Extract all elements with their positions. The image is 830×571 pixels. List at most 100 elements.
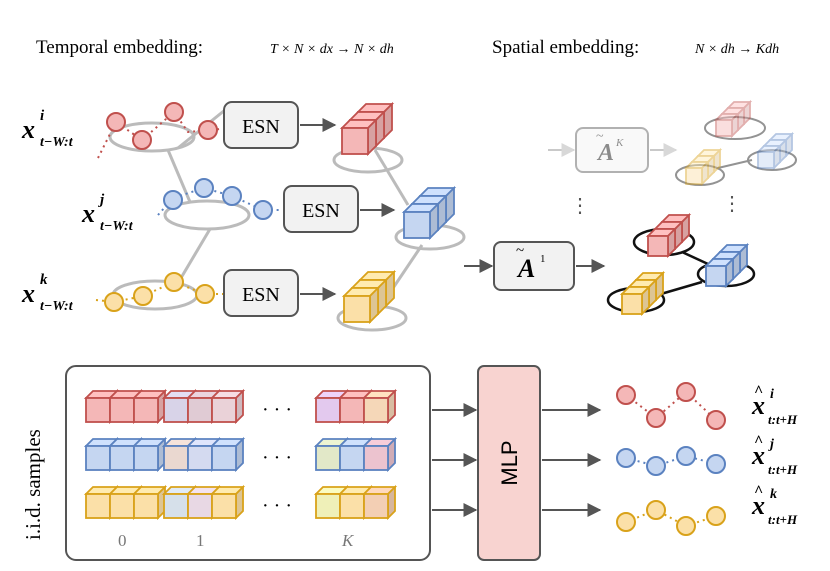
spatial-cubes-bottom (619, 212, 750, 317)
svg-text:j: j (768, 437, 774, 452)
tilde: ~ (516, 243, 524, 259)
spatial-bottom-i-cube-0 (645, 226, 678, 259)
mlp-block (477, 365, 541, 561)
svg-text:i: i (770, 387, 774, 402)
series-j (157, 178, 280, 220)
input-label-j: x j t−W:t (81, 192, 134, 234)
input-label-k: x k t−W:t (21, 272, 74, 314)
output-label-k: x ^ k t:t+H (751, 483, 798, 527)
svg-text:i: i (40, 108, 45, 124)
svg-text:x: x (751, 391, 765, 420)
svg-text:t:t+H: t:t+H (768, 512, 798, 527)
esn-label: ESN (242, 284, 280, 306)
mlp-label: MLP (497, 440, 522, 485)
spatial-top-i-cube-2 (725, 99, 753, 127)
ellipsis-row-j: · · · (262, 447, 292, 469)
adjacency-symbol: A (516, 254, 535, 283)
sample-row-j-cube-5 (209, 436, 246, 473)
node-ellipse-k (111, 279, 199, 311)
sample-row-i-cube-2 (131, 388, 168, 425)
svg-text:t−W:t: t−W:t (40, 135, 74, 150)
spatial-bottom-k-cube-0 (619, 284, 652, 317)
series-i (97, 102, 233, 159)
spatial-cubes-top (683, 99, 795, 187)
index-label-k: K (341, 531, 355, 550)
sample-row-i-cube-0 (83, 388, 120, 425)
sample-row-i-cube-5 (209, 388, 246, 425)
spatial-top-k-cube-0 (683, 159, 711, 187)
spatial-top-i-cube-1 (719, 105, 747, 133)
output-label-j: x ^ j t:t+H (751, 433, 798, 477)
ellipsis-row-i: · · · (262, 399, 292, 421)
esn-block-k: ESN (223, 269, 337, 317)
output-series-i (616, 382, 726, 430)
adjacency-top: A ~ K (548, 127, 678, 173)
svg-text:x: x (81, 199, 95, 228)
index-label-0: 0 (118, 531, 127, 550)
esn-block-j: ESN (283, 185, 396, 233)
index-label-1: 1 (196, 531, 205, 550)
embedding-k-cube-0 (341, 285, 381, 325)
sample-row-k-cube-8 (361, 484, 398, 521)
embedding-cubes (339, 101, 457, 325)
spatial-top-k-cube-1 (689, 153, 717, 181)
embedding-j-cube-0 (401, 201, 441, 241)
spatial-embedding-formula: N × dh → Kdh (694, 42, 779, 57)
spatial-top-j-cube-1 (761, 137, 789, 165)
series-k (95, 272, 230, 312)
spatial-graph-top (675, 116, 797, 186)
svg-text:t:t+H: t:t+H (768, 412, 798, 427)
svg-text:k: k (40, 272, 48, 288)
svg-text:x: x (21, 115, 35, 144)
hat: ^ (754, 383, 763, 400)
svg-text:t−W:t: t−W:t (100, 219, 134, 234)
sample-row-k-cube-2 (131, 484, 168, 521)
esn-label: ESN (302, 200, 340, 222)
node-ellipse-i (108, 121, 196, 153)
temporal-embedding-formula: T × N × dx → N × dh (270, 42, 394, 57)
svg-text:t−W:t: t−W:t (40, 299, 74, 314)
temporal-embedding-label: Temporal embedding: (36, 37, 203, 58)
embed-edge-i-j (373, 149, 410, 206)
sample-rows (83, 388, 398, 521)
samples-panel (65, 365, 431, 561)
output-series-k (616, 500, 726, 536)
sample-row-i-cube-8 (361, 388, 398, 425)
spatial-top-i-cube-0 (713, 111, 741, 139)
spatial-top-j-cube-0 (755, 143, 783, 171)
node-ellipse-j (163, 199, 251, 231)
vertical-dots-right: ⋮ (722, 193, 742, 215)
sample-row-j-cube-2 (131, 436, 168, 473)
svg-text:x: x (21, 279, 35, 308)
esn-label: ESN (242, 116, 280, 138)
sample-row-k-cube-4 (185, 484, 222, 521)
spatial-top-k-cube-2 (695, 147, 723, 175)
spatial-top-j-cube-2 (767, 131, 795, 159)
adjacency-bottom: A ~ 1 (464, 241, 606, 291)
adjacency-symbol: A (596, 140, 614, 166)
svg-text:j: j (98, 192, 105, 208)
spatial-embedding-label: Spatial embedding: (492, 37, 639, 58)
adjacency-power: K (615, 137, 624, 149)
output-label-i: x ^ i t:t+H (751, 383, 798, 427)
svg-text:x: x (751, 441, 765, 470)
input-label-i: x i t−W:t (21, 108, 74, 150)
ellipsis-row-k: · · · (262, 495, 292, 517)
svg-text:x: x (751, 491, 765, 520)
svg-text:t:t+H: t:t+H (768, 462, 798, 477)
edge-j-k (176, 228, 212, 284)
hat: ^ (754, 483, 763, 500)
adjacency-power: 1 (540, 253, 546, 265)
hat: ^ (754, 433, 763, 450)
output-series-j (616, 446, 726, 476)
vertical-dots-left: ⋮ (570, 195, 590, 217)
tilde: ~ (596, 129, 604, 144)
samples-side-label: i.i.d. samples (21, 429, 45, 540)
sample-row-k-cube-5 (209, 484, 246, 521)
spatial-bottom-j-cube-0 (703, 256, 736, 289)
embedding-i-cube-0 (339, 117, 379, 157)
svg-text:k: k (770, 487, 777, 502)
sample-row-j-cube-8 (361, 436, 398, 473)
